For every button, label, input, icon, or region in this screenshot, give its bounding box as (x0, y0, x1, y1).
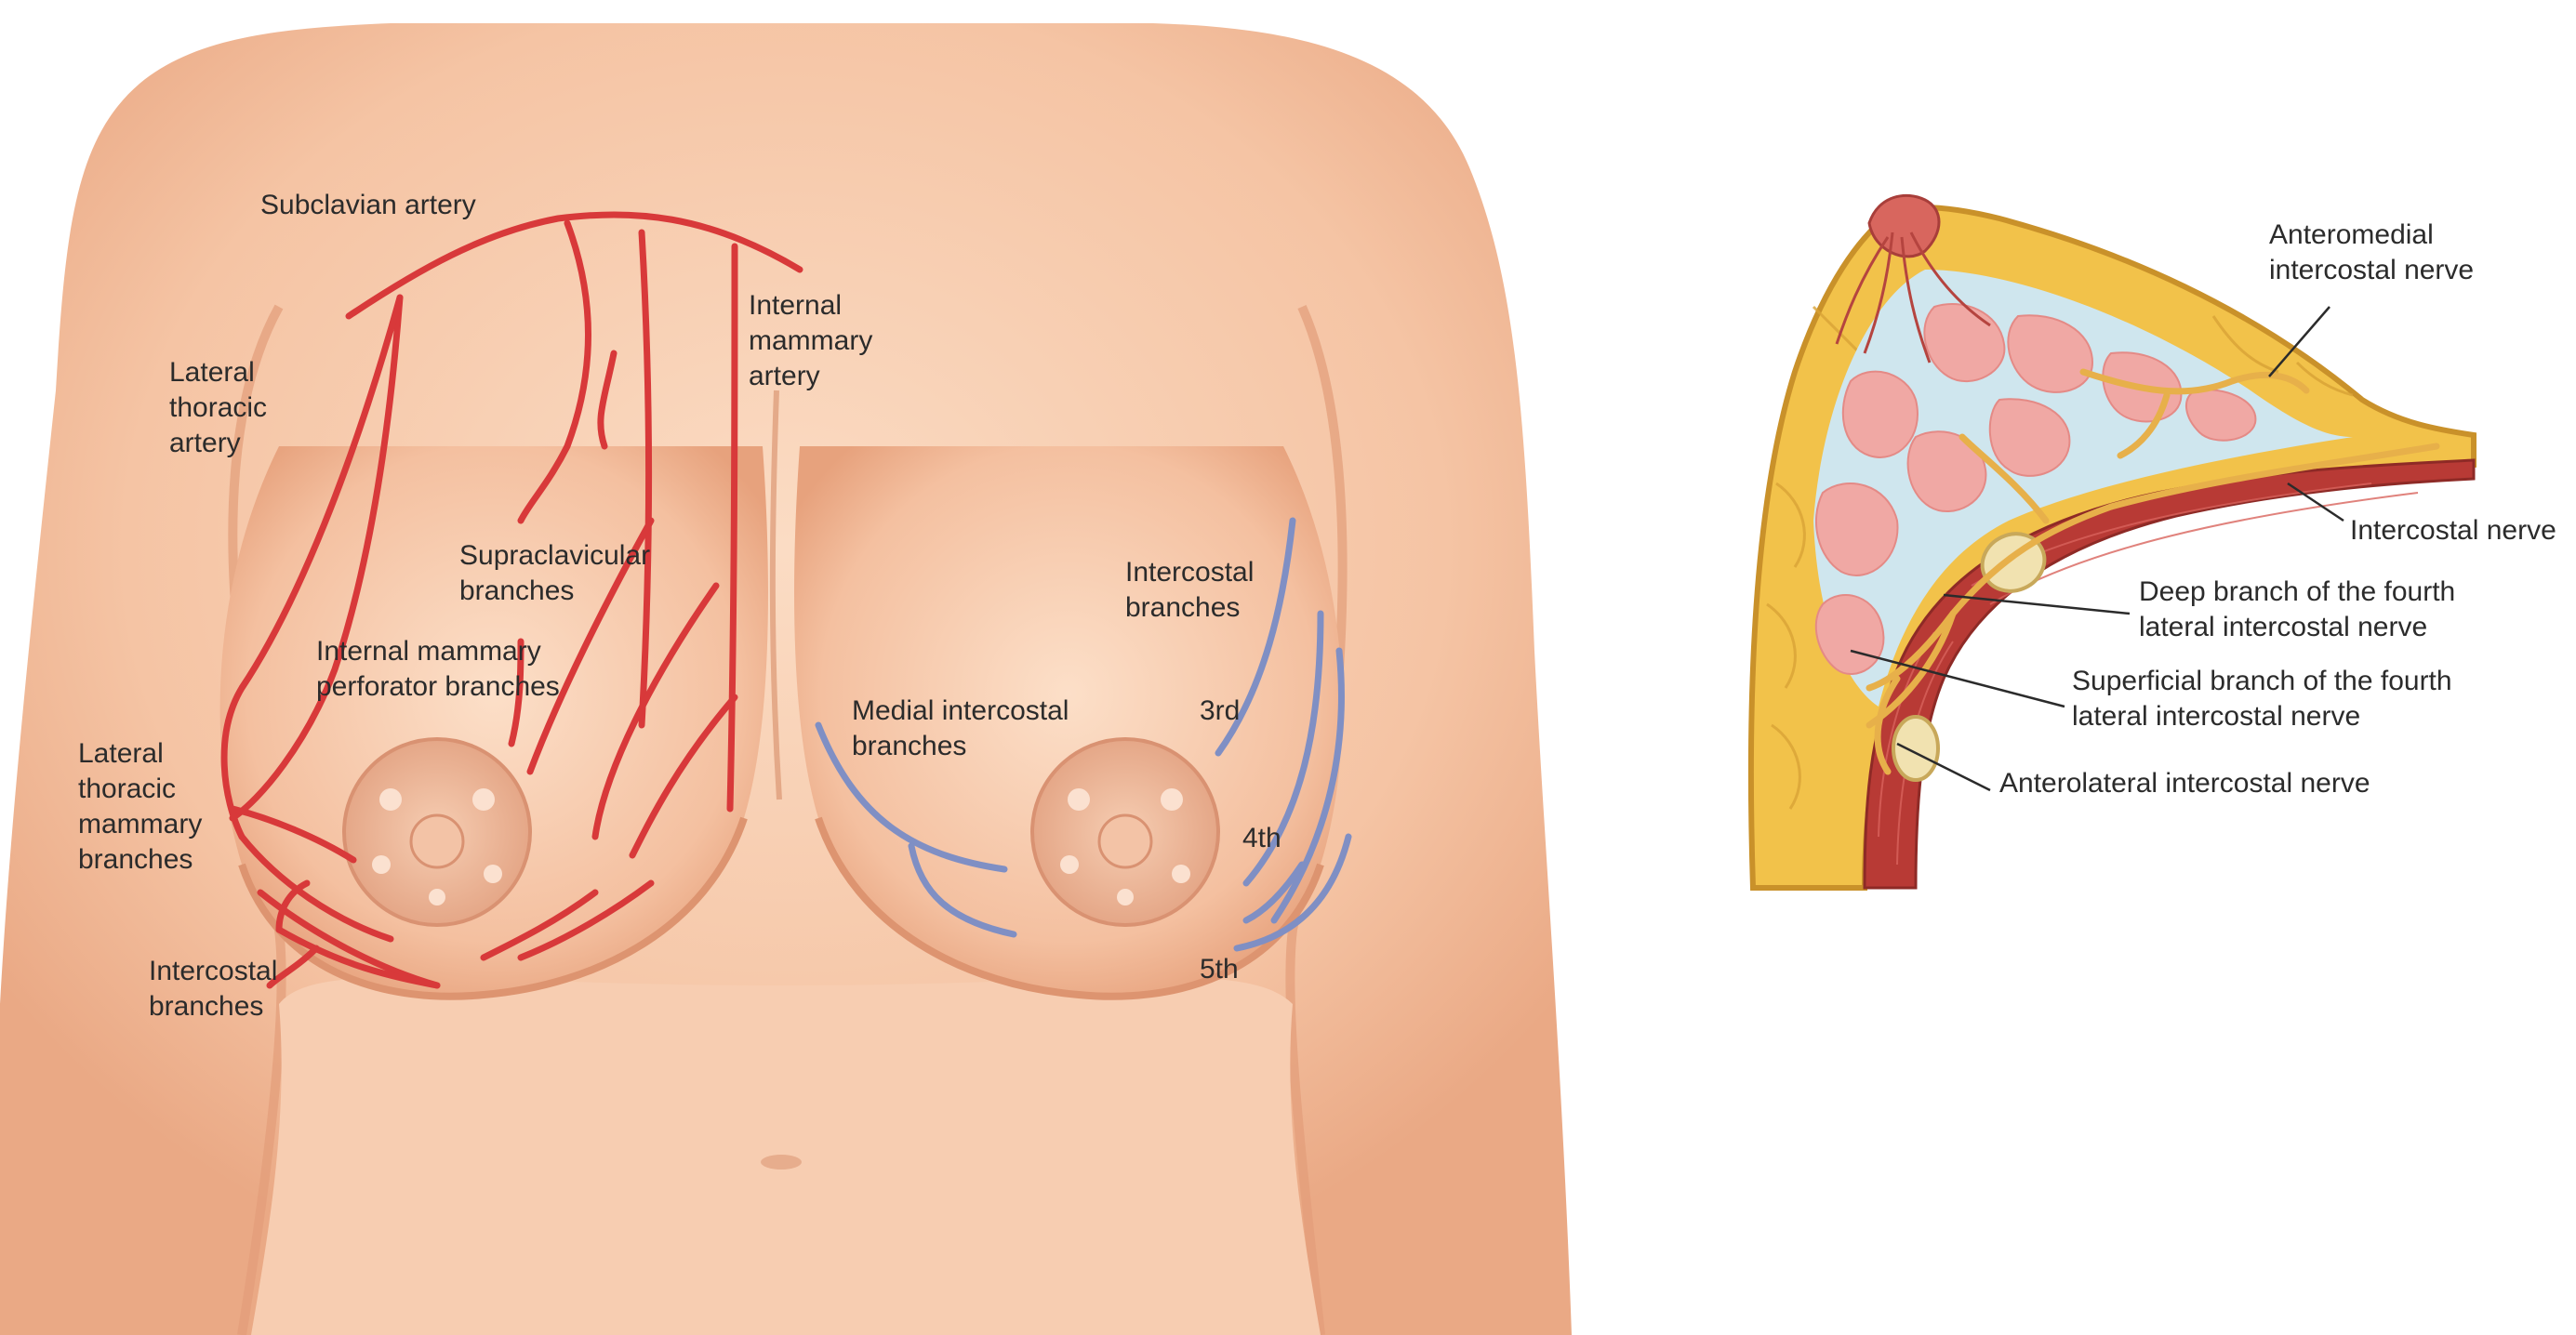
nerve-network (815, 517, 1352, 952)
anteromedial-intercostal-nerve-vessel (2079, 368, 2310, 395)
anterolateral-intercostal-nerve-vessel (1874, 675, 1901, 775)
arterial-network (220, 211, 803, 989)
medial-intercostal-nerve-2 (908, 842, 1017, 938)
label-intercostal-branches-artery: Intercostal branches (149, 956, 285, 1022)
left-areola (342, 737, 532, 927)
leader-anteromedial (2268, 306, 2330, 377)
lateral-thoracic-artery-vessel (220, 294, 404, 840)
left-breast-underline (238, 816, 748, 1000)
label-anteromedial-intercostal-nerve: Anteromedial intercostal nerve (2269, 219, 2474, 285)
label-subclavian-artery: Subclavian artery (260, 190, 476, 220)
label-rib-5th: 5th (1200, 954, 1239, 985)
intercostal-branches-artery-vessel (275, 926, 441, 989)
right-areola (1030, 737, 1220, 927)
subclavian-artery-vessel (345, 211, 803, 320)
lateral-thoracic-mammary-branches-vessel (229, 805, 357, 864)
leader-intercostal-nerve (2287, 482, 2344, 522)
label-deep-branch: Deep branch of the fourth lateral interc… (2139, 576, 2463, 642)
leader-anterolateral (1896, 742, 1991, 792)
label-rib-4th: 4th (1242, 823, 1281, 853)
label-internal-mammary-perforator-branches: Internal mammary perforator branches (316, 636, 560, 702)
front-view-panel: Subclavian artery Internal mammary arter… (0, 23, 1572, 1335)
navel (761, 1155, 802, 1170)
leader-deep-branch (1943, 593, 2131, 615)
nipple (1835, 193, 1991, 363)
intercostal-nerve-3rd (1215, 517, 1296, 757)
deep-branch-vessel (1949, 503, 2115, 617)
glandular-tissue-background (1813, 270, 2353, 707)
superficial-branch-vessel (1866, 610, 1957, 692)
label-rib-3rd: 3rd (1200, 695, 1240, 726)
medial-intercostal-nerve-1 (815, 721, 1008, 873)
label-medial-intercostal-branches: Medial intercostal branches (852, 695, 1077, 761)
cross-section-panel: Anteromedial intercostal nerve Intercost… (1747, 193, 2556, 891)
leader-superficial-branch (1850, 649, 2065, 708)
cleavage-line (769, 390, 782, 800)
label-anterolateral-intercostal-nerve: Anterolateral intercostal nerve (1999, 768, 2370, 799)
intercostal-nerve-5th (1233, 833, 1352, 952)
right-breast-underline (815, 816, 1324, 1000)
intercostal-nerve-4th (1242, 610, 1324, 887)
label-supraclavicular-branches: Supraclavicular branches (459, 540, 657, 606)
internal-mammary-artery-vessel (726, 243, 738, 813)
label-intercostal-nerve: Intercostal nerve (2350, 515, 2556, 546)
cross-section-nerves (1866, 368, 2440, 775)
fat-lobules (1766, 305, 2354, 810)
leader-lines (1850, 306, 2344, 792)
label-lateral-thoracic-mammary-branches: Lateral thoracic mammary branches (78, 738, 210, 875)
label-lateral-thoracic-artery: Lateral thoracic artery (169, 357, 274, 458)
label-superficial-branch: Superficial branch of the fourth lateral… (2072, 666, 2460, 732)
intercostal-nerve-vessel (2107, 443, 2440, 510)
glandular-lobules (1814, 302, 2257, 675)
label-internal-mammary-artery: Internal mammary artery (749, 290, 881, 391)
rib-cross-sections (1892, 532, 2047, 782)
label-intercostal-branches-nerve: Intercostal branches (1125, 557, 1262, 623)
